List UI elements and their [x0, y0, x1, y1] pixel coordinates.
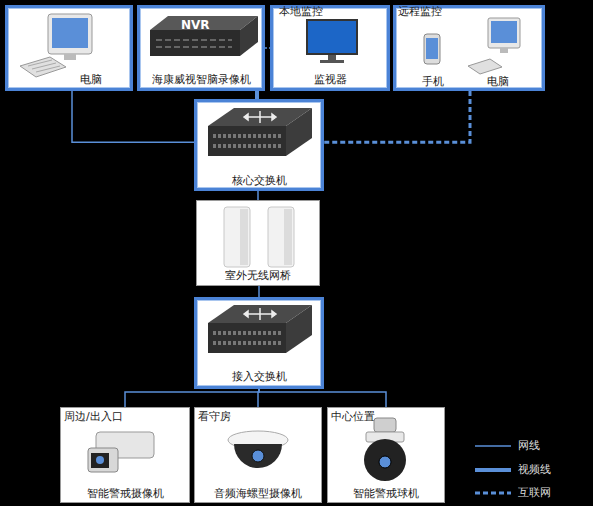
- legend-sample: [475, 468, 511, 472]
- network-cable: [125, 389, 259, 407]
- legend-text: 互联网: [518, 486, 551, 499]
- legend-text: 网线: [518, 439, 540, 452]
- network-cable: [257, 191, 259, 200]
- device-box: 本地监控监视器: [270, 5, 390, 91]
- device-marking: NVR: [181, 18, 210, 32]
- network-cable: [72, 91, 194, 142]
- device-box: 周边/出入口智能警戒摄像机: [60, 407, 190, 503]
- node-label: 电脑: [480, 75, 516, 88]
- device-box: 电脑: [5, 5, 133, 91]
- node-label: 智能警戒球机: [327, 487, 445, 500]
- device-box: 中心位置智能警戒球机: [327, 407, 445, 503]
- location-heading: 中心位置: [331, 410, 375, 423]
- node-label: 电脑: [68, 73, 113, 86]
- legend-sample: [475, 492, 511, 495]
- device-box: 看守房音频海螺型摄像机: [194, 407, 322, 503]
- node-label: 音频海螺型摄像机: [194, 487, 322, 500]
- device-box: 远程监控手机 电脑: [393, 5, 545, 91]
- internet-link: [324, 91, 470, 142]
- device-box: 海康威视智脑录像机: [137, 5, 265, 91]
- network-cable: [258, 286, 260, 297]
- switch-box: 核心交换机: [194, 99, 324, 191]
- node-label: 海康威视智脑录像机: [137, 73, 265, 86]
- location-heading: 看守房: [198, 410, 231, 423]
- node-label: 智能警戒摄像机: [60, 487, 190, 500]
- video-cable: [255, 91, 259, 99]
- node-label: 手机: [416, 75, 450, 88]
- location-heading: 周边/出入口: [64, 410, 123, 423]
- node-label: 核心交换机: [194, 174, 324, 187]
- network-cable: [259, 389, 386, 407]
- node-label: 监视器: [270, 73, 390, 86]
- node-label: 接入交换机: [194, 370, 324, 383]
- group-heading: 远程监控: [398, 5, 442, 18]
- legend-text: 视频线: [518, 463, 551, 476]
- node-label: 室外无线网桥: [196, 269, 320, 282]
- device-box: 室外无线网桥: [196, 200, 320, 286]
- legend-sample: [475, 445, 511, 447]
- network-cable: [258, 389, 259, 407]
- group-heading: 本地监控: [279, 5, 323, 18]
- switch-box: 接入交换机: [194, 297, 324, 389]
